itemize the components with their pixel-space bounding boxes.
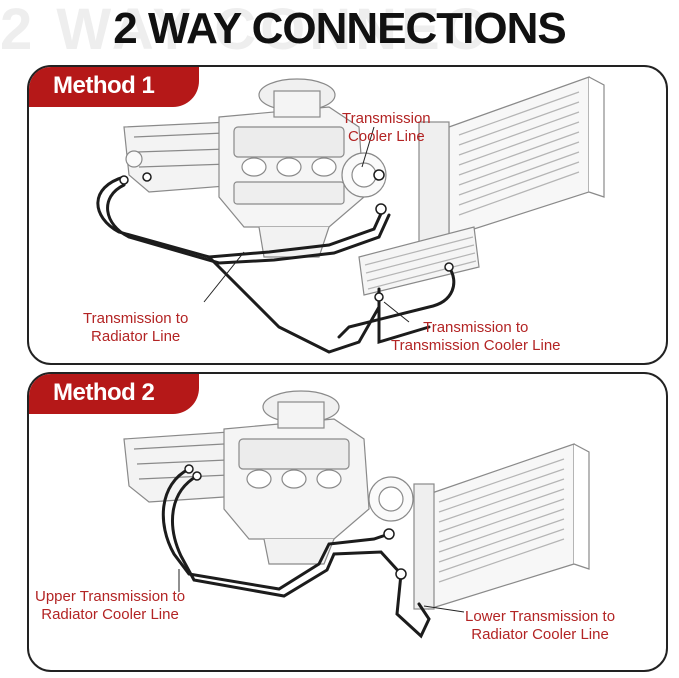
method-2-tab: Method 2 [29,374,199,414]
header-watermark: 2 WAY CONNEC [0,0,490,62]
engine-icon [218,78,387,258]
label-lower-transmission-to-radiator-cooler-line: Lower Transmission to Radiator Cooler Li… [465,608,616,643]
engine-icon [223,390,414,565]
label-upper-transmission-to-radiator-cooler-line: Upper Transmission to Radiator Cooler Li… [35,588,186,623]
fittings [184,464,407,580]
method-1-tab-label: Method 1 [53,72,155,99]
label-transmission-cooler-line: Transmission Cooler Line [342,110,431,145]
method-1-panel: Method 1 [27,65,668,365]
fittings [119,169,454,302]
method-1-illustration [96,76,605,354]
label-transmission-to-radiator-line: Transmission to Radiator Line [83,310,189,345]
leader-lines [203,126,410,323]
method-2-tab-label: Method 2 [53,379,155,406]
transmission-cooler-icon [358,226,480,296]
page-title: 2 WAY CONNECTIONS [113,4,566,53]
method-2-illustration [123,390,590,639]
radiator-icon [418,76,605,243]
cooler-lines [96,175,456,354]
radiator-icon [413,443,590,610]
method-1-tab: Method 1 [29,67,199,107]
cooler-lines [161,467,431,639]
method-2-panel: Method 2 [27,372,668,672]
leader-lines [178,569,465,613]
label-transmission-to-transmission-cooler-line: Transmission to Transmission Cooler Line [391,319,561,354]
